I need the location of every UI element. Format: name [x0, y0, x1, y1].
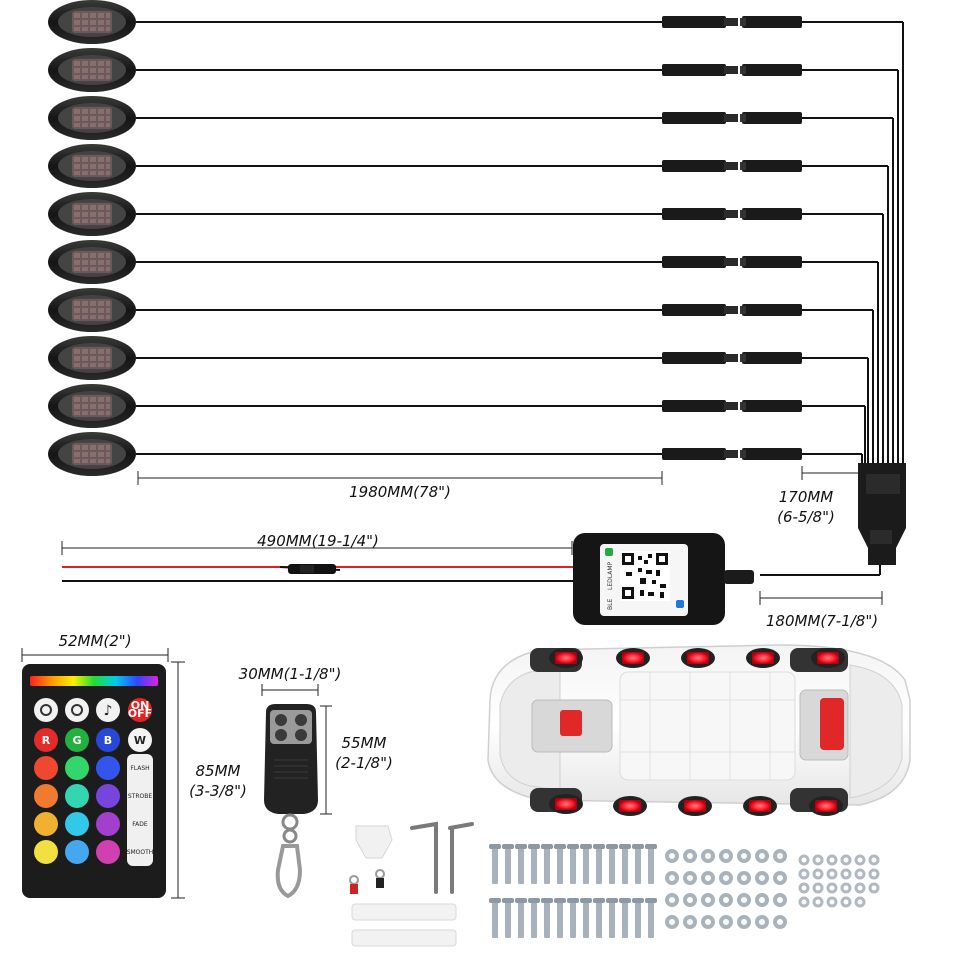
dim-lights-cable: 1980MM(78") [137, 471, 663, 501]
dim-lights-cable-label: 1980MM(78") [349, 483, 451, 501]
car-light-9 [743, 796, 777, 816]
dim-power-cable-label: 490MM(19-1/4") [257, 532, 379, 550]
washers [665, 849, 787, 929]
dim-hub-cable-label: 170MM [779, 488, 834, 506]
svg-text:OFF: OFF [128, 707, 152, 720]
dim-hub-cable-label-in: (6-5/8") [777, 508, 835, 526]
dim-controller-out-label: 180MM(7-1/8") [766, 612, 878, 630]
on-off-button [128, 698, 152, 722]
music-note-icon [96, 698, 120, 722]
svg-text:W: W [134, 734, 146, 747]
svg-text:R: R [42, 734, 51, 747]
dim-fob-height-label: 55MM [342, 734, 387, 752]
dim-controller-out: 180MM(7-1/8") [759, 591, 883, 630]
cable-bundle [861, 22, 904, 465]
car-light-5 [811, 648, 845, 668]
light-pod-6 [48, 240, 878, 284]
car-light-1 [549, 648, 583, 668]
car-light-4 [746, 648, 780, 668]
dim-fob-height-label-in: (2-1/8") [335, 754, 393, 772]
splitter-hub [858, 463, 906, 565]
svg-text:B: B [104, 734, 112, 747]
dim-hub-cable: 170MM (6-5/8") [777, 466, 858, 526]
bluetooth-controller: LEDLAMP BLE [573, 533, 754, 625]
screws [489, 844, 657, 938]
wrench-icon [410, 821, 474, 894]
car-light-10 [809, 796, 843, 816]
light-pod-10 [48, 432, 862, 476]
svg-text:SMOOTH: SMOOTH [127, 849, 154, 856]
gear-icon [34, 698, 58, 722]
car-light-2 [616, 648, 650, 668]
car-light-3 [681, 648, 715, 668]
light-pod-8 [48, 336, 868, 380]
dim-remote-width-label: 52MM(2") [58, 632, 131, 650]
svg-text:STROBE: STROBE [128, 793, 152, 800]
light-pod-7 [48, 288, 873, 332]
svg-text:♪: ♪ [104, 703, 113, 719]
ir-remote: ♪ ON OFF R G B W FLASH STROBE FADE SMOOT… [22, 664, 166, 898]
car-light-6 [549, 794, 583, 814]
svg-text:FLASH: FLASH [130, 765, 149, 772]
gear-icon [65, 698, 89, 722]
car-light-7 [613, 796, 647, 816]
light-pod-4 [48, 144, 888, 188]
accessories [349, 821, 474, 947]
dim-remote-width: 52MM(2") [21, 632, 169, 662]
light-pod-2 [48, 48, 898, 92]
light-pods [48, 0, 903, 476]
light-pod-5 [48, 192, 883, 236]
light-pod-3 [48, 96, 893, 140]
controller-ble: BLE [607, 599, 614, 610]
svg-text:ON: ON [131, 699, 150, 712]
light-pod-1 [48, 0, 903, 44]
dim-fob-width-label: 30MM(1-1/8") [239, 665, 342, 683]
dim-power-cable: 490MM(19-1/4") [61, 532, 573, 555]
key-fob [264, 704, 318, 899]
dim-remote-height-label-in: (3-3/8") [189, 782, 247, 800]
dim-remote-height-label: 85MM [196, 762, 241, 780]
dim-remote-height: 85MM (3-3/8") [171, 661, 247, 899]
svg-text:FADE: FADE [132, 821, 148, 828]
dim-fob-width: 30MM(1-1/8") [239, 665, 342, 696]
car-light-8 [678, 796, 712, 816]
power-cable [62, 564, 575, 582]
controller-brand: LEDLAMP [607, 561, 614, 590]
nuts [798, 854, 880, 908]
light-pod-9 [48, 384, 865, 428]
svg-text:G: G [72, 734, 81, 747]
qr-code-icon [620, 551, 670, 601]
car-illustration [487, 644, 911, 816]
dim-fob-height: 55MM (2-1/8") [320, 705, 393, 815]
